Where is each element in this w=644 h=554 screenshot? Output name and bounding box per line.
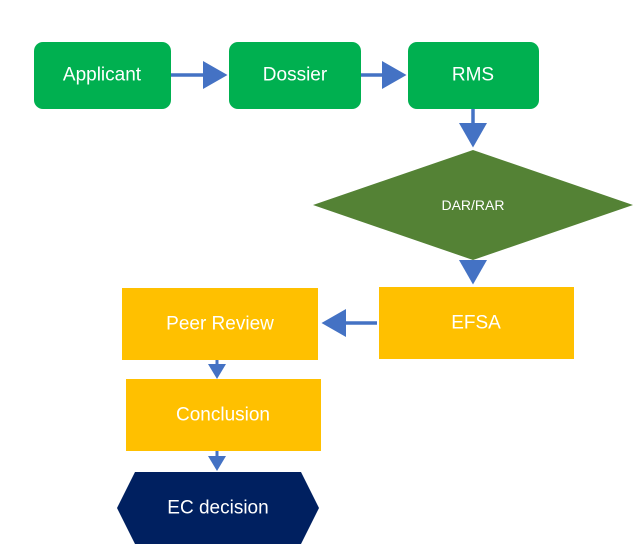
efsa-node: EFSA <box>379 287 574 359</box>
applicant-label: Applicant <box>63 65 142 86</box>
conclusion-node: Conclusion <box>126 379 321 451</box>
dossier-node: Dossier <box>229 42 361 109</box>
rms-node: RMS <box>408 42 539 109</box>
dar-rar-label: DAR/RAR <box>441 197 504 213</box>
efsa-label: EFSA <box>451 313 501 334</box>
peer-review-node: Peer Review <box>122 288 318 360</box>
peer-review-label: Peer Review <box>166 314 274 335</box>
dossier-label: Dossier <box>263 65 328 86</box>
conclusion-label: Conclusion <box>176 405 270 426</box>
applicant-node: Applicant <box>34 42 171 109</box>
ec-decision-label: EC decision <box>167 498 268 519</box>
ec-decision-node: EC decision <box>117 472 319 544</box>
rms-label: RMS <box>452 65 494 86</box>
dar-rar-node: DAR/RAR <box>313 150 633 260</box>
